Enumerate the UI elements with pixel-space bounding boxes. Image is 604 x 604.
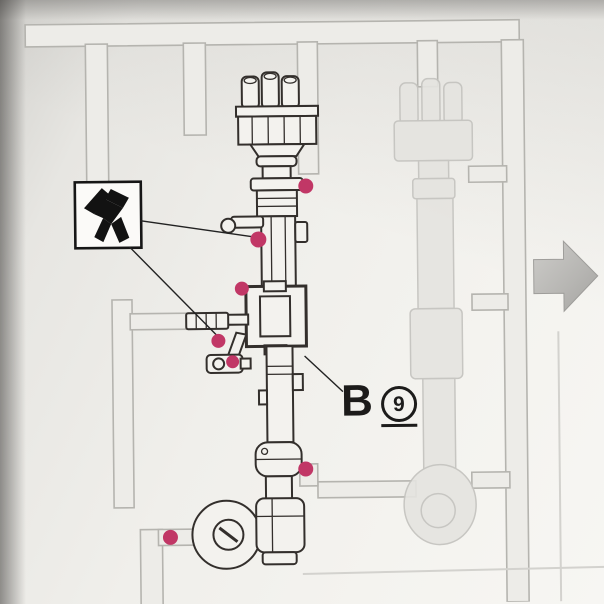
nipper-icon xyxy=(84,188,130,243)
ghost-part xyxy=(393,77,477,546)
cut-point-marker xyxy=(234,281,249,296)
part-number: 9 xyxy=(392,392,405,416)
tool-callout-box xyxy=(73,180,252,336)
cut-point-marker xyxy=(162,529,178,545)
cut-point-marker xyxy=(250,231,267,248)
cut-point-marker xyxy=(211,333,226,348)
leader-line xyxy=(128,246,217,336)
cut-point-marker xyxy=(226,355,240,369)
cut-point-marker xyxy=(298,178,314,194)
panel-divider-line xyxy=(302,565,604,576)
label-leader-line xyxy=(304,355,344,393)
leader-line xyxy=(140,219,252,238)
cut-markers xyxy=(162,178,314,545)
next-step-arrow-icon xyxy=(533,240,599,313)
part-label: B 9 xyxy=(340,376,418,426)
page-edge-line xyxy=(557,331,563,602)
cut-point-marker xyxy=(298,461,314,477)
circled-number: 9 xyxy=(380,385,418,423)
part-letter: B xyxy=(340,376,375,426)
part-b9-drawing xyxy=(185,71,320,570)
